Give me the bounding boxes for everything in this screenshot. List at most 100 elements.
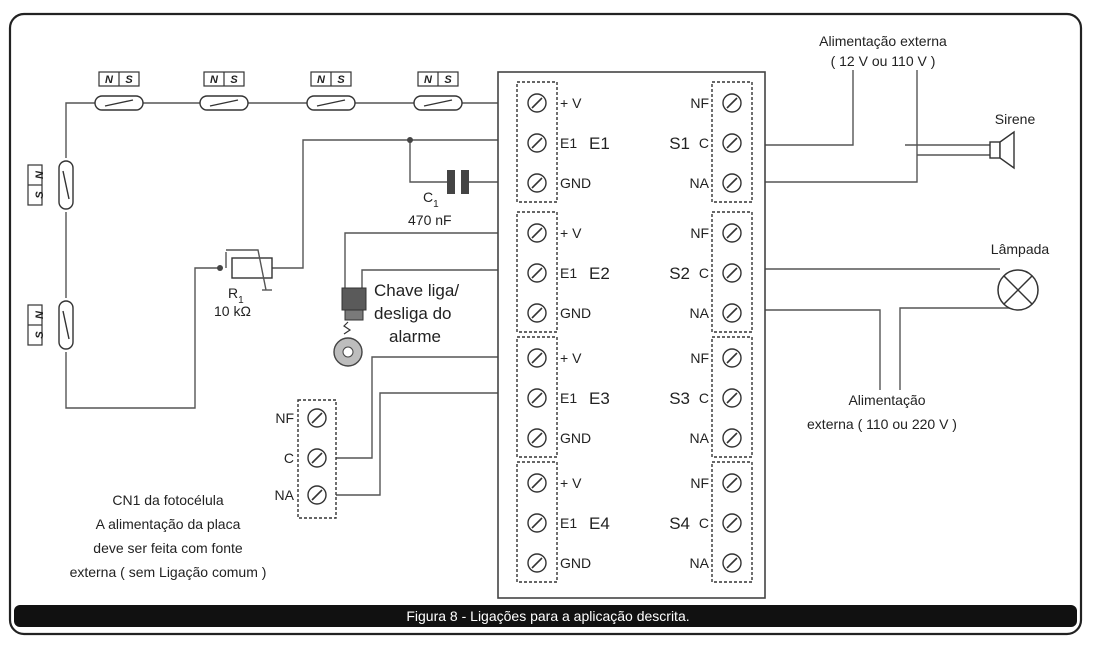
output-s2-pin-label-0: NF [690, 225, 709, 241]
note-line-3: deve ser feita com fonte [93, 540, 243, 556]
input-e3-terminal-0 [527, 348, 547, 368]
input-e1-pin-label-0: + V [560, 95, 582, 111]
svg-text:N: N [34, 170, 46, 179]
output-s1-terminal-2 [722, 173, 742, 193]
reed-switch-left-1: NS [27, 160, 74, 210]
input-e1-pin-label-2: GND [560, 175, 591, 191]
output-s2-pin-label-1: C [699, 265, 709, 281]
input-e3-pin-label-2: GND [560, 430, 591, 446]
siren-wires [752, 70, 990, 183]
input-e2-terminal-2 [527, 303, 547, 323]
output-s2-terminal-0 [722, 223, 742, 243]
svg-text:S: S [34, 191, 46, 199]
output-group-label-s2: S2 [669, 264, 690, 283]
input-e4-pin-label-1: E1 [560, 515, 577, 531]
input-e4-terminal-2 [527, 553, 547, 573]
switch-label-line-1: Chave liga/ [374, 281, 459, 300]
svg-text:S: S [125, 74, 133, 86]
svg-text:N: N [105, 74, 114, 86]
output-s3-terminal-2 [722, 428, 742, 448]
output-s4-pin-label-0: NF [690, 475, 709, 491]
photocell-wires [335, 356, 517, 496]
output-s4-pin-label-2: NA [690, 555, 710, 571]
photocell-note: CN1 da fotocélula A alimentação da placa… [70, 492, 267, 580]
input-e1-terminal-2 [527, 173, 547, 193]
photocell-pin-label-0: NF [275, 410, 294, 426]
lamp-wires [752, 268, 1021, 390]
note-line-2: A alimentação da placa [96, 516, 241, 532]
note-line-1: CN1 da fotocélula [112, 492, 224, 508]
output-group-label-s3: S3 [669, 389, 690, 408]
input-e3-pin-label-1: E1 [560, 390, 577, 406]
siren-label: Sirene [995, 111, 1036, 127]
input-e4-terminal-0 [527, 473, 547, 493]
figure-caption: Figura 8 - Ligações para a aplicação des… [406, 608, 689, 624]
output-s4-terminal-2 [722, 553, 742, 573]
output-s3-pin-label-2: NA [690, 430, 710, 446]
input-e3-terminal-2 [527, 428, 547, 448]
input-e1-terminal-0 [527, 93, 547, 113]
input-group-label-e2: E2 [589, 264, 610, 283]
output-s1-terminal-0 [722, 93, 742, 113]
resistor-r1: R1 10 kΩ [214, 249, 273, 319]
input-e2-pin-label-2: GND [560, 305, 591, 321]
svg-text:N: N [34, 310, 46, 319]
siren-supply-line-2: ( 12 V ou 110 V ) [831, 53, 936, 69]
output-group-label-s1: S1 [669, 134, 690, 153]
siren-icon [989, 130, 1015, 170]
input-e4-pin-label-0: + V [560, 475, 582, 491]
capacitor-name: C1 [423, 189, 439, 210]
output-s3-terminal-0 [722, 348, 742, 368]
capacitor-value: 470 nF [408, 212, 452, 228]
input-e2-terminal-1 [527, 263, 547, 283]
reed-switch-left-2: NS [27, 300, 74, 350]
input-e3-terminal-1 [527, 388, 547, 408]
input-e1-terminal-1 [527, 133, 547, 153]
output-s2-terminal-2 [722, 303, 742, 323]
output-s3-terminal-1 [722, 388, 742, 408]
photocell-terminal-0 [307, 408, 327, 428]
switch-wires [344, 232, 517, 288]
lamp-label: Lâmpada [991, 241, 1050, 257]
input-e3-pin-label-0: + V [560, 350, 582, 366]
caption-bar [14, 605, 1077, 627]
output-s2-pin-label-2: NA [690, 305, 710, 321]
svg-text:N: N [424, 74, 433, 86]
photocell-terminal-2 [307, 485, 327, 505]
input-group-label-e4: E4 [589, 514, 610, 533]
siren-supply-line-1: Alimentação externa [819, 33, 947, 49]
resistor-name: R1 [228, 285, 244, 306]
lamp-icon [997, 269, 1039, 311]
output-s4-pin-label-1: C [699, 515, 709, 531]
svg-text:S: S [444, 74, 452, 86]
svg-text:N: N [210, 74, 219, 86]
svg-text:S: S [34, 331, 46, 339]
input-group-label-e3: E3 [589, 389, 610, 408]
sensor-loop-wires [65, 102, 517, 409]
input-e2-pin-label-0: + V [560, 225, 582, 241]
input-e4-terminal-1 [527, 513, 547, 533]
lamp-supply-line-1: Alimentação [848, 392, 925, 408]
output-s3-pin-label-1: C [699, 390, 709, 406]
switch-label-line-2: desliga do [374, 304, 452, 323]
output-s1-pin-label-0: NF [690, 95, 709, 111]
output-s3-pin-label-0: NF [690, 350, 709, 366]
input-group-label-e1: E1 [589, 134, 610, 153]
input-e2-pin-label-1: E1 [560, 265, 577, 281]
photocell-pin-label-2: NA [275, 487, 295, 503]
output-s4-terminal-1 [722, 513, 742, 533]
note-line-4: externa ( sem Ligação comum ) [70, 564, 267, 580]
switch-label-line-3: alarme [389, 327, 441, 346]
svg-text:N: N [317, 74, 326, 86]
input-e4-pin-label-2: GND [560, 555, 591, 571]
output-s1-terminal-1 [722, 133, 742, 153]
input-e1-pin-label-1: E1 [560, 135, 577, 151]
